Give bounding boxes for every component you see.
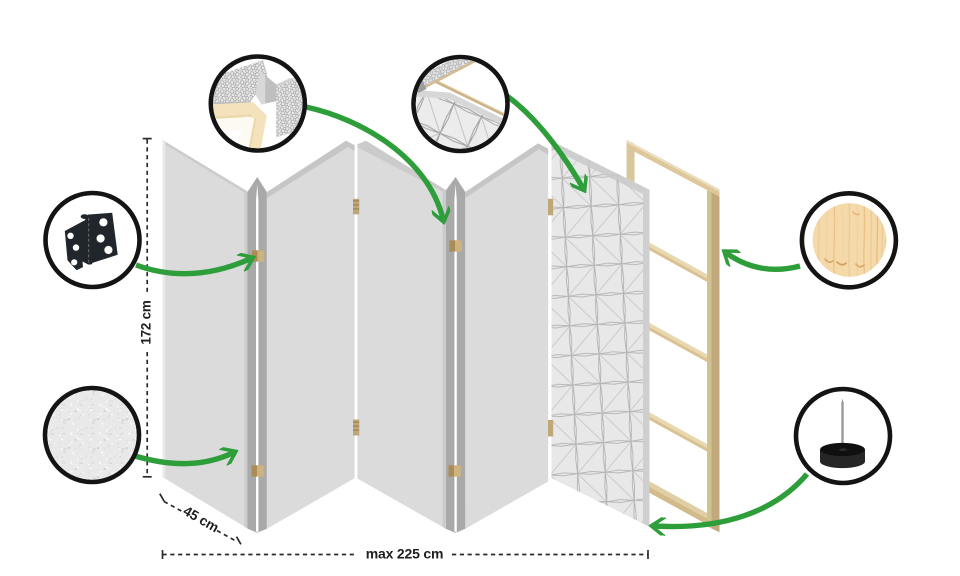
svg-text:max 225 cm: max 225 cm bbox=[366, 545, 443, 561]
svg-text:172 cm: 172 cm bbox=[138, 300, 153, 345]
